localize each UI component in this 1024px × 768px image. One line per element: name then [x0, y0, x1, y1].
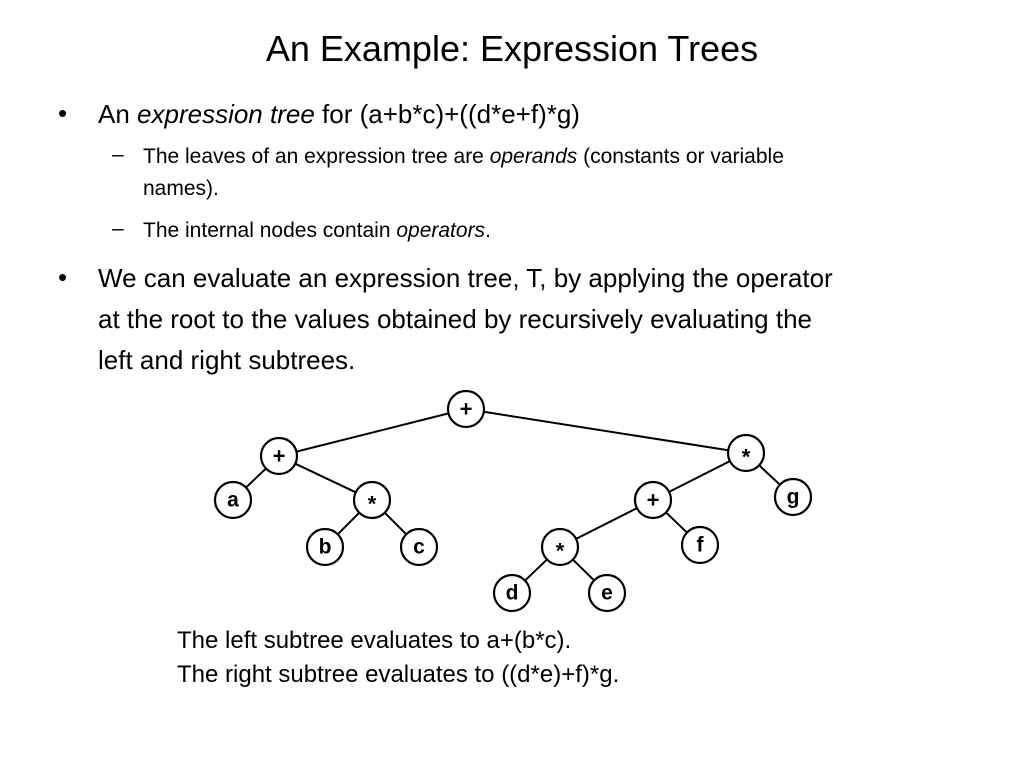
tree-node-b: b: [305, 527, 345, 567]
sub-bullet-text-prefix: The internal nodes contain: [143, 219, 397, 242]
tree-node-label: a: [227, 489, 239, 512]
tree-node-label: +: [647, 488, 660, 513]
tree-node-label: g: [787, 486, 800, 509]
sub-bullet-emphasis: operators: [396, 219, 486, 242]
tree-node-circle: [773, 477, 813, 517]
tree-node-circle: [352, 480, 392, 520]
sub-bullet-text-suffix: .: [485, 219, 491, 242]
bullet-emphasis: expression tree: [137, 99, 315, 129]
tree-node-rplus: +: [633, 480, 673, 520]
tree-node-a: a: [213, 480, 253, 520]
tree-node-g: g: [773, 477, 813, 517]
tree-node-d: d: [492, 573, 532, 613]
tree-node-circle: [680, 525, 720, 565]
tree-node-lplus: +: [259, 436, 299, 476]
tree-node-circle: [213, 480, 253, 520]
caption-left-subtree: The left subtree evaluates to a+(b*c).: [177, 627, 572, 654]
tree-edge-imul-e: [572, 558, 595, 582]
tree-node-label: +: [273, 444, 286, 469]
tree-node-circle: [492, 573, 532, 613]
bullet-expression-tree: An expression tree for (a+b*c)+((d*e+f)*…: [98, 94, 998, 135]
bullet-marker: •: [58, 98, 68, 128]
tree-node-circle: [305, 527, 345, 567]
caption: The left subtree evaluates to a+(b*c). T…: [177, 624, 619, 692]
tree-node-lmul: *: [352, 480, 392, 520]
tree-node-circle: [259, 436, 299, 476]
tree-edge-lplus-lmul: [294, 462, 357, 494]
tree-node-label: *: [368, 492, 377, 517]
tree-edge-rplus-imul: [575, 507, 638, 540]
tree-edge-root-rmul: [483, 410, 729, 452]
tree-node-c: c: [399, 527, 439, 567]
bullet-text-prefix: An: [98, 99, 138, 129]
tree-node-circle: [540, 527, 580, 567]
tree-edge-imul-d: [524, 558, 548, 582]
tree-node-e: e: [587, 573, 627, 613]
sub-bullet-leaves: The leaves of an expression tree are ope…: [143, 141, 1003, 205]
caption-right-subtree: The right subtree evaluates to ((d*e)+f)…: [177, 661, 620, 688]
tree-edge-lmul-c: [384, 512, 407, 535]
tree-node-rmul: *: [726, 433, 766, 473]
tree-edge-lmul-b: [337, 512, 360, 535]
slide-title: An Example: Expression Trees: [265, 28, 759, 69]
tree-node-circle: [399, 527, 439, 567]
tree-node-imul: *: [540, 527, 580, 567]
tree-node-circle: [726, 433, 766, 473]
tree-edge-rmul-rplus: [668, 460, 731, 493]
tree-node-f: f: [680, 525, 720, 565]
sub-bullet-text-suffix: (constants or variable: [577, 145, 784, 168]
sub-bullet-text-continued: names).: [143, 177, 219, 200]
bullet-evaluate: We can evaluate an expression tree, T, b…: [98, 258, 998, 381]
sub-bullet-emphasis: operands: [489, 145, 578, 168]
tree-edge-lplus-a: [245, 467, 267, 489]
tree-node-label: f: [697, 534, 705, 557]
tree-node-label: *: [742, 445, 751, 470]
tree-node-label: c: [413, 536, 425, 559]
tree-nodes: + + * a * b c + g * f d e: [213, 389, 813, 613]
tree-node-label: e: [601, 582, 613, 605]
sub-bullet-marker: –: [112, 143, 124, 166]
tree-node-label: b: [319, 536, 332, 559]
tree-node-root: +: [446, 389, 486, 429]
tree-edge-root-lplus: [296, 412, 449, 453]
sub-bullet-internal-nodes: The internal nodes contain operators.: [143, 215, 1003, 247]
sub-bullet-text-prefix: The leaves of an expression tree are: [143, 145, 490, 168]
tree-edge-rmul-g: [758, 464, 781, 486]
tree-node-circle: [446, 389, 486, 429]
sub-bullet-marker: –: [112, 217, 124, 240]
bullet-line: We can evaluate an expression tree, T, b…: [98, 263, 833, 293]
bullet-text-suffix: for (a+b*c)+((d*e+f)*g): [314, 99, 580, 129]
bullet-line: left and right subtrees.: [98, 345, 356, 375]
bullet-line: at the root to the values obtained by re…: [98, 304, 812, 334]
tree-edges: [245, 410, 781, 582]
tree-node-label: +: [460, 397, 473, 422]
tree-node-label: d: [506, 582, 519, 605]
tree-node-circle: [587, 573, 627, 613]
tree-node-label: *: [556, 539, 565, 564]
bullet-marker: •: [58, 262, 68, 292]
tree-edge-rplus-f: [665, 511, 688, 534]
tree-node-circle: [633, 480, 673, 520]
